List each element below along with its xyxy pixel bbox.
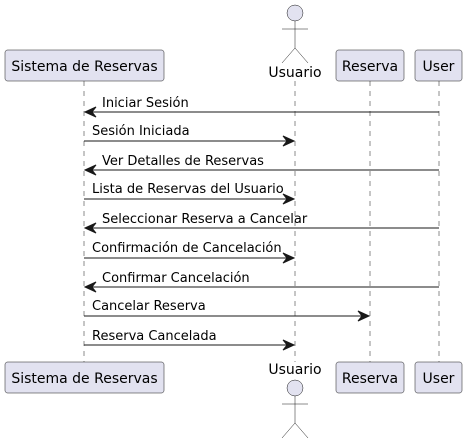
message-7-text: Confirmar Cancelación bbox=[102, 271, 250, 286]
participant-sistema-top: Sistema de Reservas bbox=[4, 49, 165, 82]
participant-reserva-bottom: Reserva bbox=[335, 361, 405, 394]
message-8: Cancelar Reserva bbox=[84, 299, 371, 322]
arrowhead-right bbox=[282, 135, 296, 147]
message-7: Confirmar Cancelación bbox=[83, 271, 439, 293]
participant-user-bottom-label: User bbox=[423, 371, 455, 387]
message-8-text: Cancelar Reserva bbox=[92, 299, 206, 314]
message-2: Sesión Iniciada bbox=[84, 124, 296, 147]
actor-usuario-bottom: Usuario bbox=[268, 362, 322, 439]
arrowhead-left bbox=[83, 164, 97, 176]
arrowhead-left bbox=[83, 281, 97, 293]
message-9: Reserva Cancelada bbox=[84, 329, 296, 351]
message-3: Ver Detalles de Reservas bbox=[83, 154, 439, 176]
arrowhead-right bbox=[357, 310, 371, 322]
actor-usuario-top-label: Usuario bbox=[268, 65, 321, 81]
message-9-text: Reserva Cancelada bbox=[92, 329, 217, 344]
message-4: Lista de Reservas del Usuario bbox=[84, 182, 296, 205]
message-1-text: Iniciar Sesión bbox=[102, 96, 189, 111]
arrowhead-left bbox=[83, 106, 97, 118]
message-1: Iniciar Sesión bbox=[83, 96, 439, 118]
participant-sistema-bottom-label: Sistema de Reservas bbox=[11, 371, 157, 387]
participant-reserva-bottom-label: Reserva bbox=[342, 371, 398, 387]
actor-head bbox=[286, 379, 304, 397]
arrowhead-right bbox=[282, 339, 296, 351]
actor-usuario-bottom-label: Usuario bbox=[268, 362, 321, 378]
message-5: Seleccionar Reserva a Cancelar bbox=[83, 212, 439, 234]
message-2-text: Sesión Iniciada bbox=[92, 124, 190, 139]
message-6-text: Confirmación de Cancelación bbox=[92, 241, 282, 256]
participant-sistema-bottom: Sistema de Reservas bbox=[4, 361, 165, 394]
participant-reserva-top-label: Reserva bbox=[342, 59, 398, 75]
arrowhead-right bbox=[282, 193, 296, 205]
participant-reserva-top: Reserva bbox=[335, 49, 405, 82]
message-5-text: Seleccionar Reserva a Cancelar bbox=[102, 212, 308, 227]
arrowhead-left bbox=[83, 222, 97, 234]
participant-user-bottom: User bbox=[414, 361, 463, 394]
actor-head bbox=[286, 4, 304, 22]
arrowhead-right bbox=[282, 252, 296, 264]
message-6: Confirmación de Cancelación bbox=[84, 241, 296, 264]
actor-usuario-top: Usuario bbox=[268, 4, 322, 81]
participant-user-top: User bbox=[414, 49, 463, 82]
participant-sistema-top-label: Sistema de Reservas bbox=[11, 59, 157, 75]
message-4-text: Lista de Reservas del Usuario bbox=[92, 182, 284, 197]
message-3-text: Ver Detalles de Reservas bbox=[102, 154, 264, 169]
participant-user-top-label: User bbox=[423, 59, 455, 75]
